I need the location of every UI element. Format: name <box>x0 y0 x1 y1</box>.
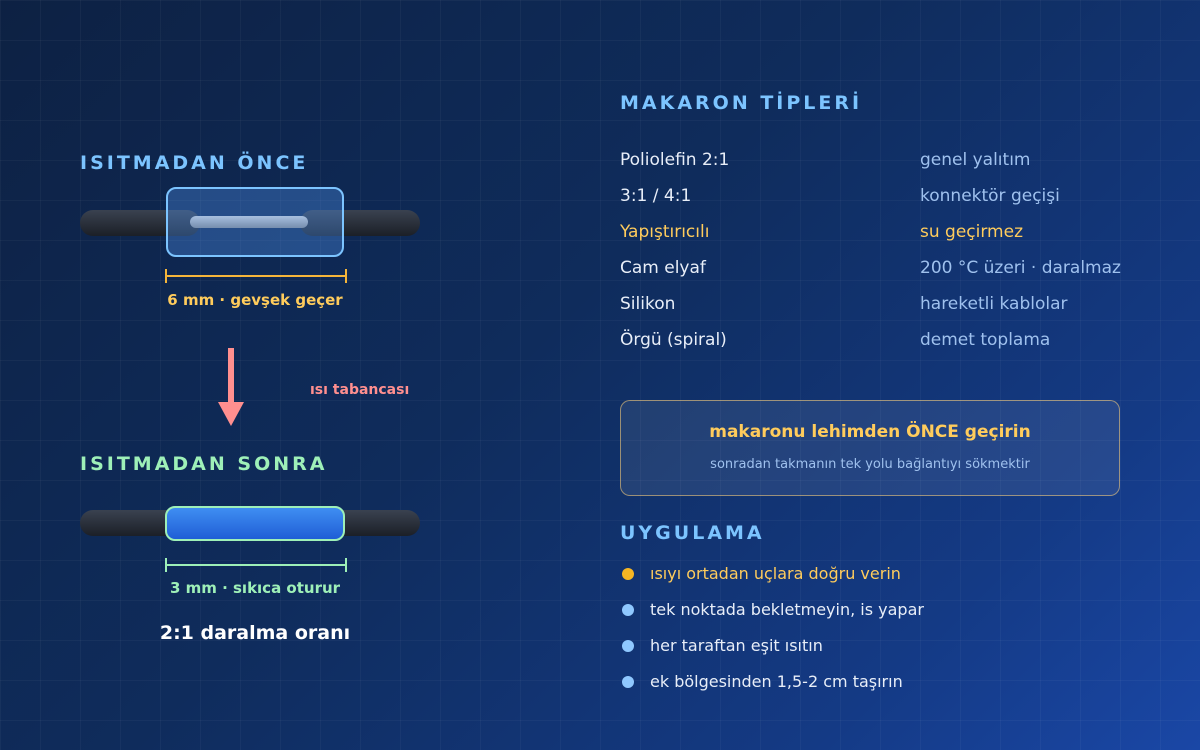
type-name: Yapıştırıcılı <box>620 222 710 242</box>
type-use: konnektör geçişi <box>920 186 1060 206</box>
cable-left-before <box>80 210 200 236</box>
shrink-tube-tight <box>165 506 345 541</box>
list-item-text: her taraftan eşit ısıtın <box>650 636 823 655</box>
callout-subtitle: sonradan takmanın tek yolu bağlantıyı sö… <box>710 457 1030 472</box>
type-use: hareketli kablolar <box>920 294 1068 314</box>
type-name: Silikon <box>620 294 676 314</box>
types-heading: MAKARON TİPLERİ <box>620 92 863 114</box>
down-arrow-icon <box>218 348 244 426</box>
shrink-tube-loose <box>166 187 344 257</box>
ratio-label: 2:1 daralma oranı <box>159 622 351 644</box>
bullet-icon <box>622 640 634 652</box>
after-heading: ISITMADAN SONRA <box>80 453 328 475</box>
type-use: 200 °C üzeri · daralmaz <box>920 258 1121 278</box>
list-item-text: ek bölgesinden 1,5-2 cm taşırın <box>650 672 903 691</box>
type-name: Cam elyaf <box>620 258 706 278</box>
type-name: Örgü (spiral) <box>620 330 727 350</box>
list-item-text: ısıyı ortadan uçlara doğru verin <box>650 564 901 583</box>
type-name: Poliolefin 2:1 <box>620 150 730 170</box>
type-use: genel yalıtım <box>920 150 1031 170</box>
callout-title: makaronu lehimden ÖNCE geçirin <box>709 422 1031 442</box>
before-heading: ISITMADAN ÖNCE <box>80 152 309 174</box>
heat-gun-label: ısı tabancası <box>310 382 410 398</box>
type-use: su geçirmez <box>920 222 1023 242</box>
bullet-icon <box>622 676 634 688</box>
bullet-icon <box>622 604 634 616</box>
type-name: 3:1 / 4:1 <box>620 186 692 206</box>
warning-callout: makaronu lehimden ÖNCE geçirin sonradan … <box>620 400 1120 496</box>
before-caption: 6 mm · gevşek geçer <box>167 291 343 309</box>
application-heading: UYGULAMA <box>620 522 765 544</box>
bullet-icon <box>622 568 634 580</box>
list-item-text: tek noktada bekletmeyin, is yapar <box>650 600 924 619</box>
after-caption: 3 mm · sıkıca oturur <box>169 579 341 597</box>
type-use: demet toplama <box>920 330 1051 350</box>
cable-right-before <box>300 210 420 236</box>
bare-wire <box>190 216 308 228</box>
